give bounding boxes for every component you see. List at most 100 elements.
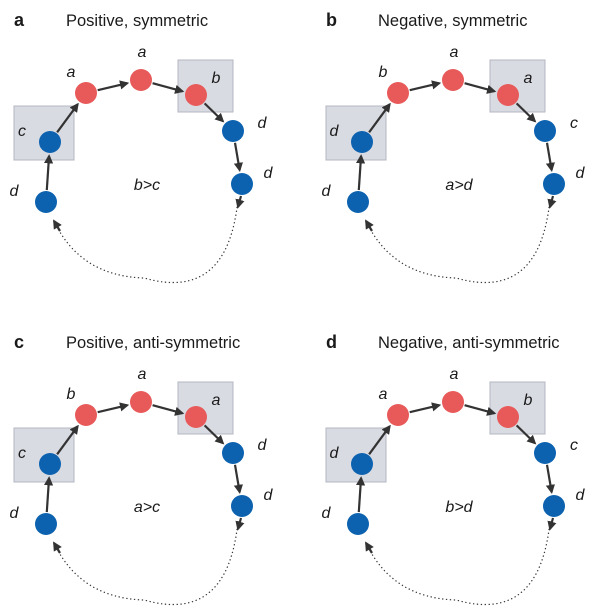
panel-title: Positive, symmetric bbox=[66, 12, 208, 30]
node-label-4: a bbox=[450, 366, 459, 383]
arrow-3 bbox=[97, 402, 130, 414]
node-label-3: a bbox=[67, 64, 76, 81]
panel-title: Positive, anti-symmetric bbox=[66, 334, 240, 352]
node-label-5: b bbox=[212, 70, 221, 87]
panel-a: a Positive, symmetric d c a a b d d b>c bbox=[10, 10, 274, 283]
panel-title: Negative, symmetric bbox=[378, 12, 527, 30]
return-arc-arrowhead bbox=[53, 541, 62, 554]
node-label-7: d bbox=[576, 487, 586, 504]
panel-letter: a bbox=[14, 10, 25, 30]
node-label-3: b bbox=[67, 386, 76, 403]
node-red-3 bbox=[75, 404, 97, 426]
arrow-2 bbox=[368, 102, 391, 133]
return-arc-dotted bbox=[365, 520, 551, 605]
node-label-2: c bbox=[18, 123, 26, 140]
panel-letter: d bbox=[326, 332, 337, 352]
arrow-1 bbox=[355, 154, 366, 191]
return-arc-arrowhead bbox=[53, 219, 62, 232]
node-blue-1 bbox=[35, 513, 57, 535]
panel-title: Negative, anti-symmetric bbox=[378, 334, 560, 352]
arrow-2 bbox=[56, 102, 79, 133]
node-red-4 bbox=[130, 391, 152, 413]
node-blue-7 bbox=[543, 495, 565, 517]
node-red-5 bbox=[185, 84, 207, 106]
node-label-1: d bbox=[10, 505, 20, 522]
arrow-5 bbox=[203, 102, 225, 123]
return-arc-dotted bbox=[365, 198, 551, 283]
node-label-1: d bbox=[322, 183, 332, 200]
node-label-4: a bbox=[450, 44, 459, 61]
arrow-5 bbox=[515, 424, 537, 445]
arrow-6 bbox=[233, 464, 243, 495]
node-blue-7 bbox=[231, 173, 253, 195]
return-arc-dotted bbox=[53, 520, 239, 605]
arrow-3 bbox=[409, 402, 442, 414]
arrow-4 bbox=[464, 404, 497, 416]
arrow-3 bbox=[97, 80, 130, 92]
panel-letter: c bbox=[14, 332, 24, 352]
arrow-1 bbox=[355, 476, 366, 513]
arrow-out-last bbox=[547, 517, 557, 531]
node-label-6: c bbox=[570, 115, 578, 132]
panel-b: b Negative, symmetric d d b a a c d a>d bbox=[322, 10, 586, 283]
node-blue-2 bbox=[39, 131, 61, 153]
arrow-out-last bbox=[235, 195, 245, 209]
arrow-out-last bbox=[547, 195, 557, 209]
arrow-4 bbox=[152, 82, 185, 94]
node-blue-6 bbox=[222, 120, 244, 142]
node-red-3 bbox=[387, 82, 409, 104]
node-label-6: c bbox=[570, 437, 578, 454]
node-label-1: d bbox=[322, 505, 332, 522]
panel-letter: b bbox=[326, 10, 337, 30]
node-red-4 bbox=[442, 391, 464, 413]
node-label-1: d bbox=[10, 183, 20, 200]
node-blue-1 bbox=[347, 191, 369, 213]
node-label-7: d bbox=[264, 165, 274, 182]
node-blue-2 bbox=[39, 453, 61, 475]
arrow-2 bbox=[56, 424, 79, 455]
node-blue-1 bbox=[35, 191, 57, 213]
arrow-6 bbox=[545, 464, 555, 495]
node-label-3: b bbox=[379, 64, 388, 81]
node-label-3: a bbox=[379, 386, 388, 403]
arrow-5 bbox=[203, 424, 225, 445]
node-label-7: d bbox=[576, 165, 586, 182]
node-blue-6 bbox=[534, 442, 556, 464]
node-blue-1 bbox=[347, 513, 369, 535]
node-blue-6 bbox=[534, 120, 556, 142]
node-label-2: d bbox=[330, 445, 340, 462]
condition-label: a>c bbox=[134, 499, 160, 516]
node-label-4: a bbox=[138, 44, 147, 61]
node-red-5 bbox=[497, 406, 519, 428]
node-red-3 bbox=[75, 82, 97, 104]
arrow-1 bbox=[43, 476, 54, 513]
condition-label: b>c bbox=[134, 177, 160, 194]
arrow-1 bbox=[43, 154, 54, 191]
node-blue-2 bbox=[351, 453, 373, 475]
node-label-5: a bbox=[212, 392, 221, 409]
condition-label: a>d bbox=[445, 177, 473, 194]
arrow-4 bbox=[152, 404, 185, 416]
node-label-5: b bbox=[524, 392, 533, 409]
return-arc-arrowhead bbox=[365, 541, 374, 554]
node-label-5: a bbox=[524, 70, 533, 87]
arrow-2 bbox=[368, 424, 391, 455]
node-label-6: d bbox=[258, 437, 268, 454]
node-red-5 bbox=[497, 84, 519, 106]
arrow-5 bbox=[515, 102, 537, 123]
node-label-7: d bbox=[264, 487, 274, 504]
node-red-4 bbox=[130, 69, 152, 91]
node-label-6: d bbox=[258, 115, 268, 132]
arrow-3 bbox=[409, 80, 442, 92]
arrow-6 bbox=[233, 142, 243, 173]
node-red-4 bbox=[442, 69, 464, 91]
node-red-5 bbox=[185, 406, 207, 428]
panel-d: d Negative, anti-symmetric d d a a b c d b>d bbox=[322, 332, 586, 605]
condition-label: b>d bbox=[445, 499, 473, 516]
node-label-4: a bbox=[138, 366, 147, 383]
arrow-out-last bbox=[235, 517, 245, 531]
node-label-2: d bbox=[330, 123, 340, 140]
node-blue-6 bbox=[222, 442, 244, 464]
